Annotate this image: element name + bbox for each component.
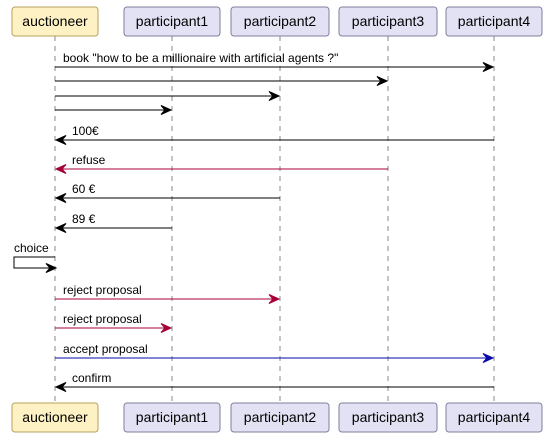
message-label: 100€ [72, 124, 99, 138]
participant-label-auctioneer-top: auctioneer [22, 13, 88, 29]
participant-label-participant2-top: participant2 [244, 13, 317, 29]
self-message-loop [13, 256, 55, 269]
message-label: book "how to be a millionaire with artif… [63, 51, 338, 65]
participant-label-participant2-bottom: participant2 [244, 409, 317, 425]
message-arrowhead [160, 105, 173, 115]
participant-label-auctioneer-bottom: auctioneer [22, 409, 88, 425]
message-arrowhead [160, 323, 173, 333]
participant-box-participant2-bottom [230, 402, 330, 433]
message-label: confirm [72, 371, 111, 385]
participant-label-participant1-top: participant1 [136, 13, 209, 29]
participant-box-participant1-top [123, 6, 221, 37]
message-arrowhead [54, 135, 67, 145]
message-label: 60 € [72, 182, 96, 196]
message-label: refuse [72, 153, 106, 167]
message-arrowhead [54, 193, 67, 203]
message-label: 89 € [72, 212, 96, 226]
message-arrowhead [54, 164, 67, 174]
message-arrowhead [54, 382, 67, 392]
message-label: accept proposal [63, 342, 148, 356]
message-label: choice [14, 241, 49, 255]
participant-box-participant2-top [230, 6, 330, 37]
participant-box-participant3-top [338, 6, 438, 37]
message-arrowhead [482, 353, 495, 363]
participant-label-participant4-top: participant4 [458, 13, 531, 29]
participant-label-participant3-top: participant3 [352, 13, 425, 29]
self-message-arrowhead [45, 263, 58, 273]
message-arrowhead [268, 91, 281, 101]
participant-box-auctioneer-bottom [11, 402, 99, 433]
participant-label-participant1-bottom: participant1 [136, 409, 209, 425]
participant-box-participant4-bottom [445, 402, 543, 433]
participant-label-participant4-bottom: participant4 [458, 409, 531, 425]
participant-box-participant1-bottom [123, 402, 221, 433]
message-arrowhead [54, 223, 67, 233]
message-arrowhead [482, 62, 495, 72]
message-label: reject proposal [63, 312, 142, 326]
message-arrowhead [376, 76, 389, 86]
participant-box-auctioneer-top [11, 6, 99, 37]
message-arrowhead [268, 294, 281, 304]
participant-box-participant4-top [445, 6, 543, 37]
participant-box-participant3-bottom [338, 402, 438, 433]
participant-label-participant3-bottom: participant3 [352, 409, 425, 425]
message-label: reject proposal [63, 283, 142, 297]
